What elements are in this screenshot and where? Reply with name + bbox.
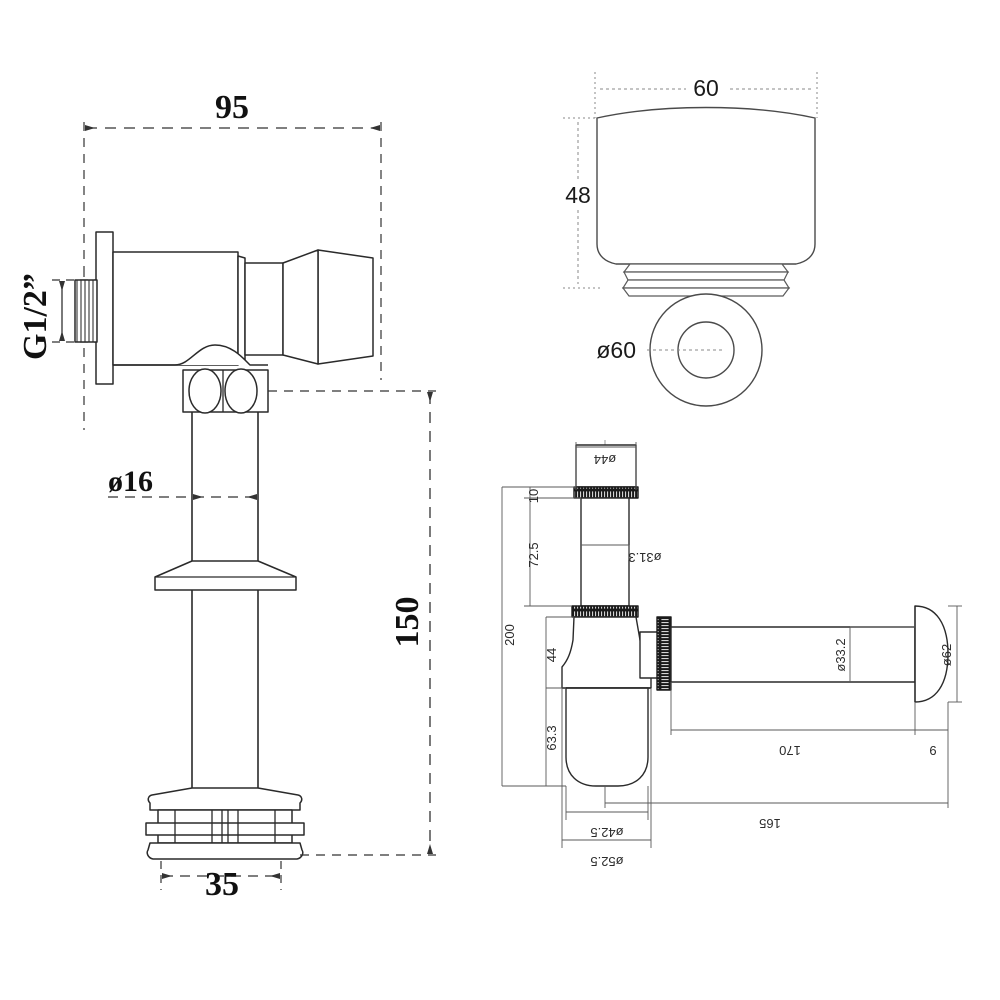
dim-label-cap-48: 48 (565, 182, 591, 208)
cap-thread-ring-4 (621, 287, 791, 297)
cover-cap-plan (649, 293, 763, 407)
dim-label-63-3: 63.3 (544, 725, 559, 750)
dim-label-cap-60: 60 (693, 75, 719, 101)
cap-thread-collar (621, 263, 791, 297)
valve-handle-neck (282, 249, 319, 365)
spud-bottom-flange (146, 842, 304, 860)
dim-label-dia62: ø62 (939, 644, 954, 666)
dim-valve-width (83, 122, 382, 380)
cover-cap-elevation (596, 106, 816, 265)
valve-stem-sleeve (244, 262, 284, 356)
trap-top-nut (573, 486, 639, 499)
dim-spud-width (160, 861, 282, 890)
dim-label-dia52-5: ø52.5 (590, 854, 623, 869)
bottle-trap-geometry (561, 444, 949, 787)
dim-label-170: 170 (779, 743, 801, 758)
dim-label-cap-dia60: ø60 (596, 337, 636, 363)
dim-label-dia44: ø44 (594, 452, 616, 467)
cap-shell (596, 106, 816, 265)
trap-wall-flange (914, 605, 949, 703)
view-bottle-trap: ø44 10 72.5 ø31.3 200 44 63.3 ø42.5 ø52.… (501, 440, 962, 869)
view-flush-valve: 95 G1/2” (17, 89, 436, 903)
dim-label-9: 9 (929, 743, 936, 758)
dim-label-95: 95 (215, 89, 249, 126)
valve-handle-cap (317, 249, 374, 365)
dim-label-165: 165 (759, 816, 781, 831)
dim-label-dia16: ø16 (108, 465, 153, 498)
trap-bottle-cup (565, 687, 649, 787)
dim-label-g-half-inch: G1/2” (17, 273, 54, 360)
wall-flange-plate (95, 231, 114, 385)
view-cover-cap: 60 48 ø60 (563, 72, 818, 407)
dim-label-dia42-5: ø42.5 (590, 825, 623, 840)
valve-elbow-dome (113, 344, 268, 366)
dim-label-dia31-3: ø31.3 (628, 550, 661, 565)
dim-drop-height (268, 390, 436, 856)
nut-face-right (224, 368, 258, 414)
cap-thread-ring-3 (621, 279, 791, 289)
inlet-thread-spigot (74, 279, 98, 343)
flush-valve-geometry (74, 231, 374, 860)
cap-dim-frame (563, 72, 818, 289)
trap-body-shoulder (561, 616, 652, 689)
dim-label-150: 150 (389, 597, 426, 648)
cap-thread-ring-1 (622, 263, 790, 273)
spud-top-washer (147, 787, 303, 811)
nut-face-left (188, 368, 222, 414)
trap-dim-frame (501, 442, 962, 848)
dim-label-10: 10 (526, 489, 541, 503)
dim-label-72-5: 72.5 (526, 542, 541, 567)
dim-label-35: 35 (205, 866, 239, 903)
trap-riser-tube (580, 497, 630, 607)
spud-mid-ring (145, 822, 305, 836)
trap-outlet-nut (656, 616, 672, 691)
trap-inlet-tube (575, 444, 637, 488)
cap-plan-inner-circle (677, 321, 735, 379)
trap-body-nut (571, 605, 639, 618)
trap-outlet-pipe (670, 626, 916, 683)
valve-body-shoulder (237, 255, 246, 363)
spud-ribs (174, 810, 276, 843)
dim-label-dia33-2: ø33.2 (833, 638, 848, 671)
cap-thread-ring-2 (623, 271, 789, 281)
dim-label-200: 200 (502, 624, 517, 646)
dim-label-44: 44 (544, 648, 559, 662)
